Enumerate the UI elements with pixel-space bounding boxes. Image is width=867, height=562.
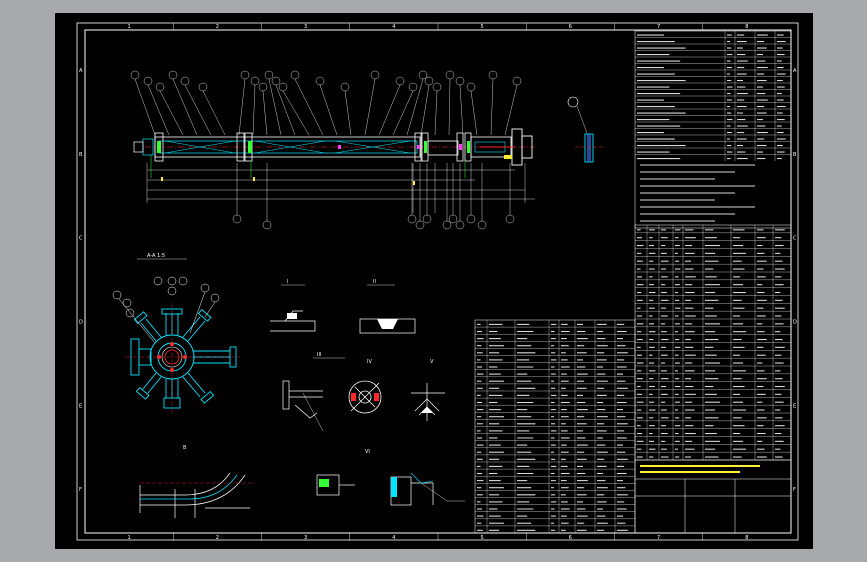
detail-views: I II III IV — [139, 279, 465, 518]
part-balloon — [407, 214, 417, 224]
part-balloon — [424, 76, 434, 86]
zone-label-bottom: 3 — [304, 535, 307, 541]
part-balloon — [445, 70, 455, 80]
zone-label-side: B — [79, 152, 83, 158]
part-balloon — [340, 82, 350, 92]
part-balloon — [278, 82, 288, 92]
view-b-label: B — [183, 445, 187, 451]
zone-label-side: F — [793, 487, 796, 493]
title-block — [634, 459, 792, 534]
parts-list-middle-rows — [475, 320, 635, 533]
part-balloon — [442, 220, 452, 230]
outer-frame — [76, 22, 799, 541]
technical-table-top — [634, 30, 792, 229]
part-balloon — [455, 76, 465, 86]
top-zone-labels: 1 2 3 4 5 6 7 8A A B B C C D D E E F F — [79, 23, 797, 493]
part-balloon — [415, 220, 425, 230]
zone-label-side: D — [793, 319, 797, 325]
part-balloon — [408, 82, 418, 92]
zone-label-side: A — [793, 68, 797, 74]
zone-label-top: 3 — [304, 24, 307, 30]
part-balloon — [395, 76, 405, 86]
part-balloon — [180, 76, 190, 86]
zone-label-bottom: 7 — [657, 535, 660, 541]
part-balloon — [488, 70, 498, 80]
zone-label-side: E — [79, 403, 82, 409]
detail-1-label: I — [287, 279, 288, 285]
part-balloon — [155, 82, 165, 92]
bottom-zone-labels: 1 2 3 4 5 6 7 8 — [128, 533, 748, 541]
part-balloon — [262, 220, 272, 230]
zone-label-top: 6 — [569, 24, 572, 30]
parts-list-right-rows — [635, 225, 791, 460]
detail-6-label: VI — [365, 449, 370, 455]
zone-label-top: 8 — [745, 24, 748, 30]
part-balloon — [290, 70, 300, 80]
zone-label-bottom: 2 — [216, 535, 219, 541]
zone-label-bottom: 5 — [481, 535, 484, 541]
part-balloon — [315, 76, 325, 86]
part-balloon — [455, 220, 465, 230]
part-balloon — [432, 82, 442, 92]
part-balloon — [112, 290, 122, 300]
part-balloon — [512, 76, 522, 86]
part-balloon — [232, 214, 242, 224]
part-balloon — [198, 82, 208, 92]
part-balloon — [370, 70, 380, 80]
detail-4-label: IV — [367, 359, 372, 365]
detail-2-label: II — [373, 279, 376, 285]
part-balloon — [271, 76, 281, 86]
part-balloon — [178, 276, 188, 286]
zone-label-top: 4 — [392, 24, 395, 30]
part-balloon — [167, 286, 177, 296]
part-balloon — [167, 276, 177, 286]
zone-label-top: 5 — [481, 24, 484, 30]
part-balloon — [448, 214, 458, 224]
zone-label-top: 7 — [657, 24, 660, 30]
zone-label-bottom: 8 — [745, 535, 748, 541]
part-balloon — [125, 308, 135, 318]
part-balloon — [153, 276, 163, 286]
part-balloon — [240, 70, 250, 80]
part-balloon — [418, 70, 428, 80]
zone-label-side: C — [79, 236, 83, 242]
zone-label-bottom: 1 — [128, 535, 131, 541]
zone-label-top: 2 — [216, 24, 219, 30]
part-balloon — [505, 214, 515, 224]
part-balloon — [130, 70, 140, 80]
part-balloon — [250, 76, 260, 86]
detail-5-label: V — [430, 359, 434, 365]
part-balloon — [122, 298, 132, 308]
zone-label-bottom: 4 — [392, 535, 395, 541]
zone-label-top: 1 — [128, 24, 131, 30]
part-balloon — [264, 70, 274, 80]
zone-label-bottom: 6 — [569, 535, 572, 541]
part-balloon — [168, 70, 178, 80]
zone-label-side: D — [79, 319, 83, 325]
zone-label-side: C — [793, 236, 797, 242]
technical-spec-rows — [635, 31, 791, 222]
detail-3-label: III — [317, 352, 321, 358]
part-balloon — [258, 82, 268, 92]
part-balloon — [466, 214, 476, 224]
zone-label-side: E — [793, 403, 796, 409]
part-balloon — [477, 220, 487, 230]
part-balloon — [143, 76, 153, 86]
part-balloon — [210, 293, 220, 303]
main-assembly-view — [130, 70, 603, 230]
part-balloon — [422, 214, 432, 224]
zone-label-side: F — [79, 487, 82, 493]
part-balloon — [200, 283, 210, 293]
zone-label-side: B — [793, 152, 797, 158]
part-balloon — [466, 82, 476, 92]
section-view-a: A-A 1:5 — [112, 253, 240, 413]
section-a-label: A-A 1:5 — [147, 253, 165, 259]
zone-label-side: A — [79, 68, 83, 74]
